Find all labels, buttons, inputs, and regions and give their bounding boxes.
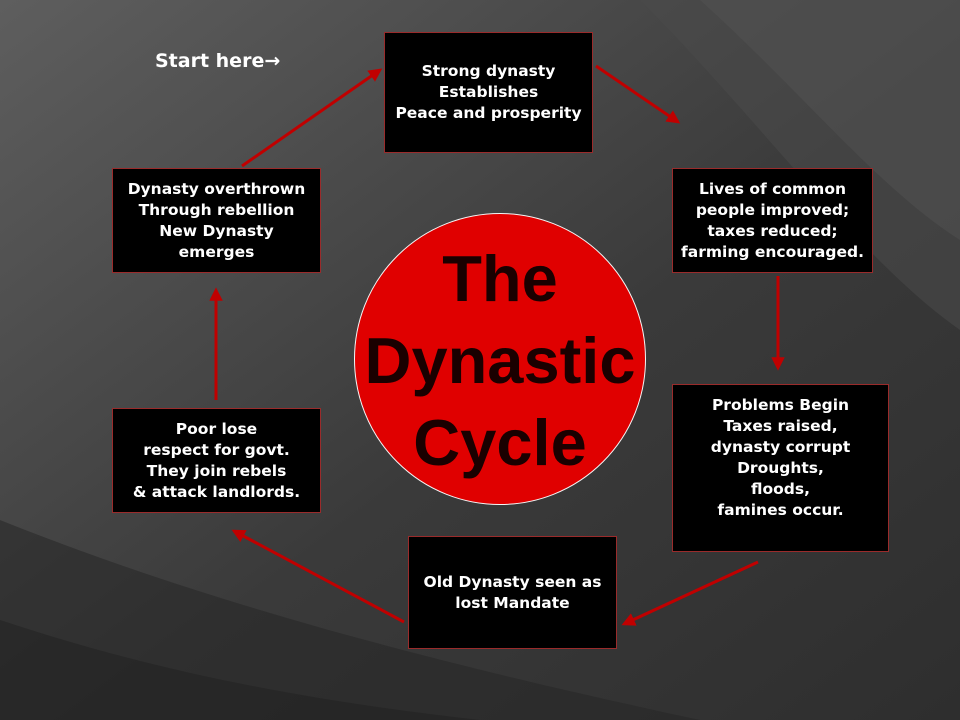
title-line: Cycle	[413, 406, 587, 479]
step-text-line: farming encouraged.	[681, 242, 864, 261]
step-text-line: Peace and prosperity	[395, 104, 582, 122]
title-line: Dynastic	[364, 324, 636, 397]
step-text-line: New Dynasty	[159, 221, 274, 240]
step-text-line: floods,	[751, 480, 810, 498]
title-line: The	[442, 242, 558, 315]
step-text-line: respect for govt.	[143, 440, 290, 459]
step-text-line: famines occur.	[717, 501, 844, 519]
step-dynasty-overthrown: Dynasty overthrown Through rebellion New…	[112, 168, 321, 273]
step-lives-improved: Lives of common people improved; taxes r…	[672, 168, 873, 273]
step-text-line: dynasty corrupt	[710, 438, 851, 456]
step-text-line: Taxes raised,	[723, 417, 838, 435]
center-circle	[354, 213, 646, 505]
diagram-title: The Dynastic Cycle	[330, 238, 670, 484]
start-here-label: Start here→	[155, 50, 281, 72]
step-text-line: Dynasty overthrown	[127, 179, 306, 198]
step-text-line: Poor lose	[175, 419, 258, 438]
step-text-line: emerges	[178, 242, 255, 261]
step-text-line: Problems Begin	[711, 396, 850, 414]
step-text-line: Strong dynasty	[421, 62, 556, 80]
step-strong-dynasty: Strong dynasty Establishes Peace and pro…	[384, 32, 593, 153]
step-text-line: Droughts,	[737, 459, 824, 477]
step-lost-mandate: Old Dynasty seen as lost Mandate	[408, 536, 617, 649]
step-poor-rebel: Poor lose respect for govt. They join re…	[112, 408, 321, 513]
step-text-line: taxes reduced;	[707, 221, 838, 240]
step-text-line: Establishes	[438, 83, 539, 101]
step-text-line: lost Mandate	[455, 593, 570, 612]
step-text-line: & attack landlords.	[132, 482, 301, 501]
step-problems-begin: Problems Begin Taxes raised, dynasty cor…	[672, 384, 889, 552]
step-text-line: Through rebellion	[138, 200, 295, 219]
step-text-line: Old Dynasty seen as	[423, 572, 602, 591]
step-text-line: people improved;	[695, 200, 850, 219]
step-text-line: Lives of common	[698, 179, 847, 198]
step-text-line: They join rebels	[146, 461, 287, 480]
